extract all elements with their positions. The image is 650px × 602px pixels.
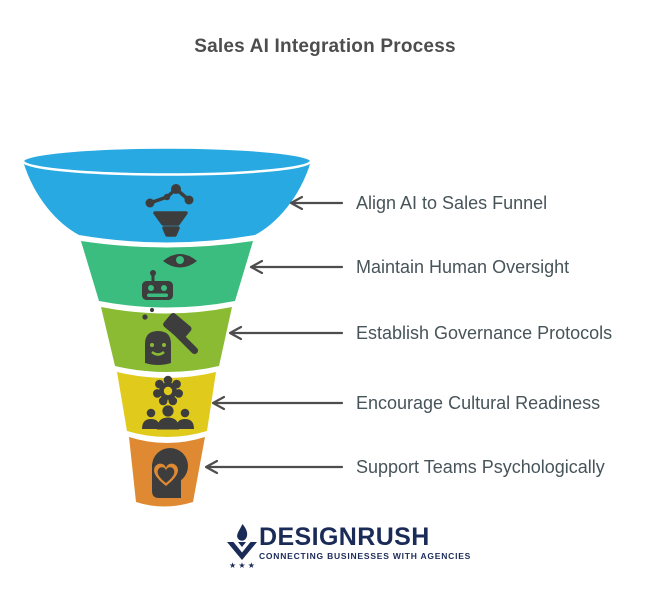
funnel-stage-2 <box>81 241 253 308</box>
head-heart-icon <box>152 448 188 498</box>
stage-label-1: Align AI to Sales Funnel <box>356 193 548 213</box>
arrow-stage-5 <box>204 459 344 475</box>
stage-label-5: Support Teams Psychologically <box>356 457 605 477</box>
arrow-stage-2 <box>249 259 344 275</box>
funnel-stage-4 <box>117 372 216 437</box>
stage-label-3: Establish Governance Protocols <box>356 323 613 343</box>
designrush-logo-icon: ★ ★ ★ <box>227 524 257 570</box>
stage-label-2: Maintain Human Oversight <box>356 257 570 277</box>
stage-label-4: Encourage Cultural Readiness <box>356 393 601 413</box>
gavel-compliance-icon <box>142 307 199 365</box>
gear-team-icon <box>142 375 194 430</box>
funnel-stage-1 <box>21 146 313 243</box>
arrow-stage-3 <box>228 325 344 341</box>
ai-network-bulb-icon <box>145 184 194 237</box>
arrow-stage-4 <box>211 395 344 411</box>
funnel-stage-1-body <box>23 161 311 243</box>
page-title: Sales AI Integration Process <box>194 36 456 57</box>
logo-stars: ★ ★ ★ <box>229 561 255 570</box>
eye-robot-icon <box>142 254 197 300</box>
brand-tagline: CONNECTING BUSINESSES WITH AGENCIES <box>259 551 472 561</box>
funnel-stage-1-rim <box>21 146 313 176</box>
arrow-stage-1 <box>289 195 344 211</box>
arrows <box>204 195 344 475</box>
brand-name: DESIGNRUSH <box>259 523 430 551</box>
